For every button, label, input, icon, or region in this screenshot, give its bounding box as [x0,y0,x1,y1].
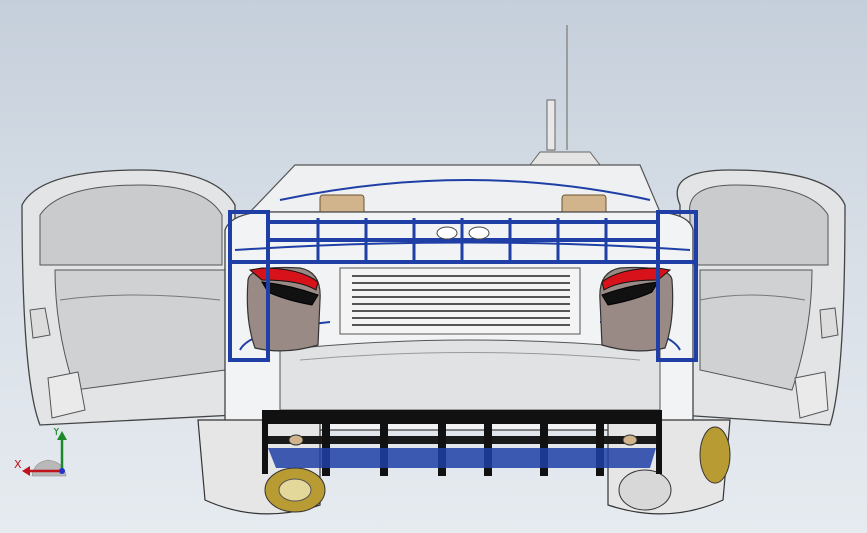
front-bumper-guard [262,410,662,476]
right-door [676,169,846,426]
left-door [21,169,236,426]
x-axis-arrowhead-icon [22,466,30,476]
left-headlight [246,266,321,352]
y-axis-arrowhead-icon [57,431,67,440]
roof-antenna [528,25,602,166]
coordinate-triad: X Y [14,428,67,477]
y-axis-label: Y [52,428,60,438]
rack-lights [436,226,490,240]
roof-rack-bars [316,218,608,260]
x-axis-label: X [14,458,22,471]
right-headlight [599,266,674,352]
z-axis-dot-icon [59,468,65,474]
front-grille [339,267,581,335]
